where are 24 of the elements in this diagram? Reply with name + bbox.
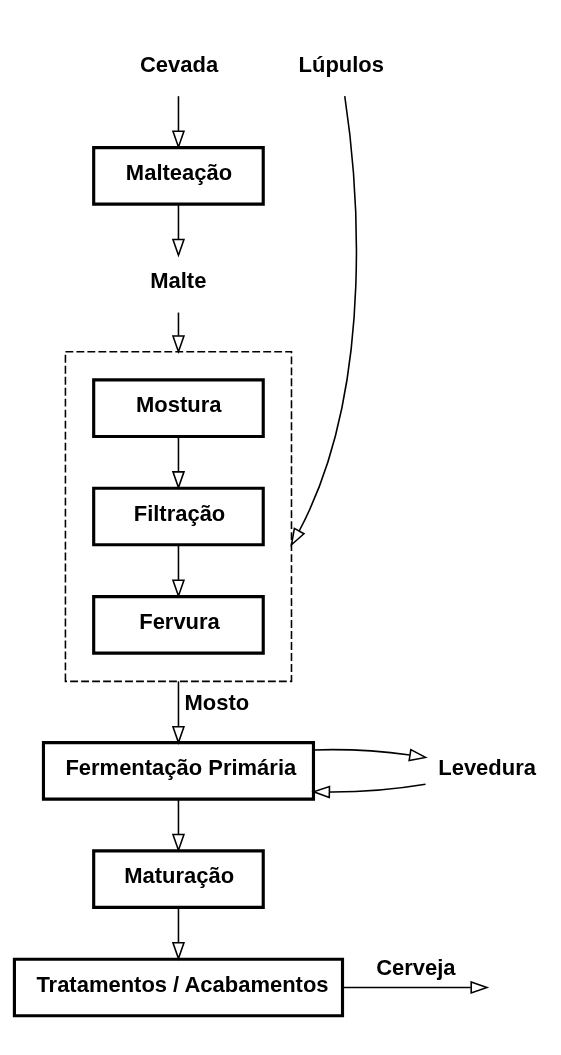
node-box: Fervura <box>92 595 265 655</box>
node-box: Mostura <box>92 378 265 438</box>
node-box: Filtração <box>92 486 265 547</box>
cluster <box>64 350 293 683</box>
edge-label: Cerveja <box>376 955 456 981</box>
node-box: Malteação <box>92 146 265 206</box>
arrow <box>171 203 186 258</box>
node-text: Cevada <box>140 51 219 77</box>
node-box: Maturação <box>92 849 265 909</box>
arrow <box>171 436 186 490</box>
arrow <box>171 680 186 745</box>
arrow <box>171 798 186 853</box>
node-text: Malte <box>150 268 207 294</box>
node-box: Fermentação Primária <box>41 741 316 801</box>
arrow <box>311 783 427 799</box>
node-text: Lúpulos <box>298 51 384 77</box>
arrow <box>171 907 186 961</box>
arrow <box>290 95 358 547</box>
node-text: Levedura <box>438 755 536 781</box>
node-box: Tratamentos / Acabamentos <box>12 957 345 1018</box>
arrow <box>341 980 490 995</box>
arrow <box>312 748 428 762</box>
edge-label: Mosto <box>184 689 250 715</box>
arrow <box>171 311 186 355</box>
